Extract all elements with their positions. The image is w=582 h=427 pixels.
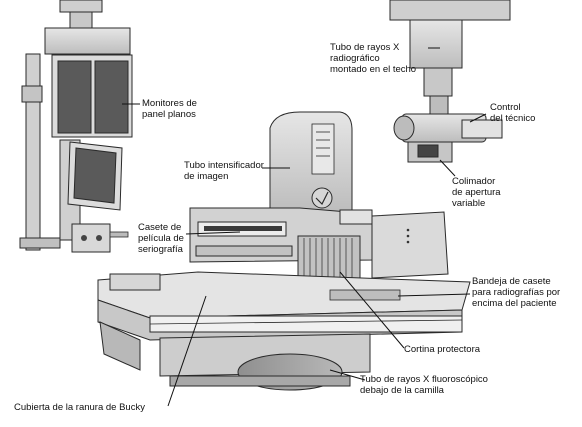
label-bucky: Cubierta de la ranura de Bucky bbox=[14, 402, 145, 413]
right-upright-panel bbox=[371, 211, 449, 279]
label-cortina: Cortina protectora bbox=[404, 344, 481, 355]
patient-table bbox=[97, 271, 471, 341]
table-base bbox=[99, 321, 371, 391]
label-intensificador: Tubo intensificador de imagen bbox=[184, 160, 264, 182]
image-intensifier-tower bbox=[269, 111, 353, 213]
label-tubo-fluoroscopico: Tubo de rayos X fluoroscópico debajo de … bbox=[360, 374, 488, 396]
label-monitores: Monitores de panel planos bbox=[142, 98, 197, 120]
leader-lines bbox=[122, 47, 487, 407]
ceiling-xray-tube bbox=[389, 0, 511, 163]
label-colimador: Colimador de apertura variable bbox=[452, 176, 501, 209]
ceiling-mount-left bbox=[59, 0, 103, 31]
wall-control-box bbox=[71, 223, 129, 253]
label-bandeja: Bandeja de casete para radiografías por … bbox=[472, 276, 561, 309]
label-casete-seriografia: Casete de película de seriografía bbox=[138, 222, 184, 255]
flat-panel-monitors bbox=[51, 54, 133, 211]
label-tubo-techo: Tubo de rayos X radiográfico montado en … bbox=[330, 42, 417, 75]
label-control: Control del técnico bbox=[490, 102, 536, 124]
